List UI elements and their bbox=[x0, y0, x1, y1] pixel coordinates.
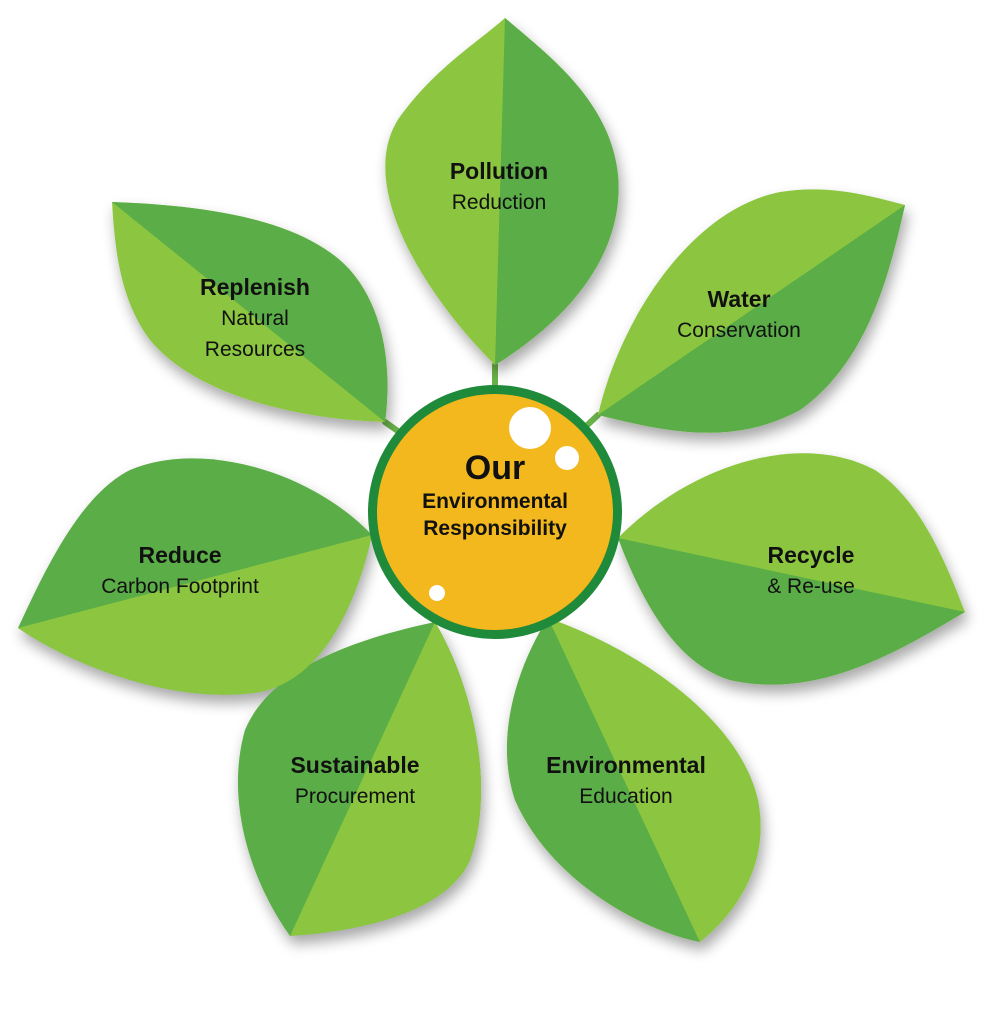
petal-reduce-carbon-footprint bbox=[18, 458, 372, 695]
petal-recycle-reuse bbox=[618, 453, 965, 685]
label-pollution-subtitle: Reduction bbox=[451, 191, 547, 214]
center-fill bbox=[377, 394, 613, 630]
label-water-title: Water bbox=[707, 286, 771, 312]
label-replenish-title: Replenish bbox=[200, 274, 310, 300]
petal-environmental-education bbox=[507, 618, 761, 942]
center-label-our: Our bbox=[464, 449, 526, 487]
petal-water-conservation bbox=[598, 189, 905, 433]
label-sustainable-procurement: Sustainable Procurement bbox=[225, 750, 485, 812]
label-carbon-title: Reduce bbox=[138, 542, 222, 568]
petal-sustainable-procurement bbox=[237, 622, 482, 936]
highlight-bubble-large bbox=[509, 407, 551, 449]
center-label: Our Environmental Responsibility bbox=[375, 448, 615, 542]
highlight-bubble-small bbox=[429, 585, 445, 601]
highlight-bubble-medium bbox=[555, 446, 579, 470]
label-education-title: Environmental bbox=[546, 752, 706, 778]
label-water-subtitle: Conservation bbox=[677, 319, 801, 342]
label-replenish-line1: Natural bbox=[221, 307, 289, 330]
center-disc bbox=[368, 385, 622, 639]
label-environmental-education: Environmental Education bbox=[496, 750, 756, 812]
center-label-responsibility: Responsibility bbox=[423, 517, 567, 540]
label-procurement-subtitle: Procurement bbox=[294, 785, 416, 808]
label-education-subtitle: Education bbox=[579, 785, 673, 808]
label-carbon-subtitle: Carbon Footprint bbox=[101, 575, 259, 598]
label-replenish-line2: Resources bbox=[204, 338, 306, 361]
petal-pollution-reduction bbox=[385, 18, 619, 365]
label-reduce-carbon-footprint: Reduce Carbon Footprint bbox=[50, 540, 310, 602]
label-replenish-natural-resources: Replenish Natural Resources bbox=[125, 272, 385, 365]
label-pollution-reduction: Pollution Reduction bbox=[369, 156, 629, 218]
petal-replenish-natural-resources bbox=[112, 202, 388, 422]
label-pollution-title: Pollution bbox=[449, 158, 549, 184]
petals-group bbox=[18, 18, 965, 942]
label-recycle-title: Recycle bbox=[767, 542, 855, 568]
label-procurement-title: Sustainable bbox=[290, 752, 420, 778]
label-recycle-subtitle: & Re-use bbox=[767, 575, 855, 598]
label-recycle-reuse: Recycle & Re-use bbox=[681, 540, 941, 602]
label-water-conservation: Water Conservation bbox=[609, 284, 869, 346]
center-label-environmental: Environmental bbox=[422, 490, 568, 513]
